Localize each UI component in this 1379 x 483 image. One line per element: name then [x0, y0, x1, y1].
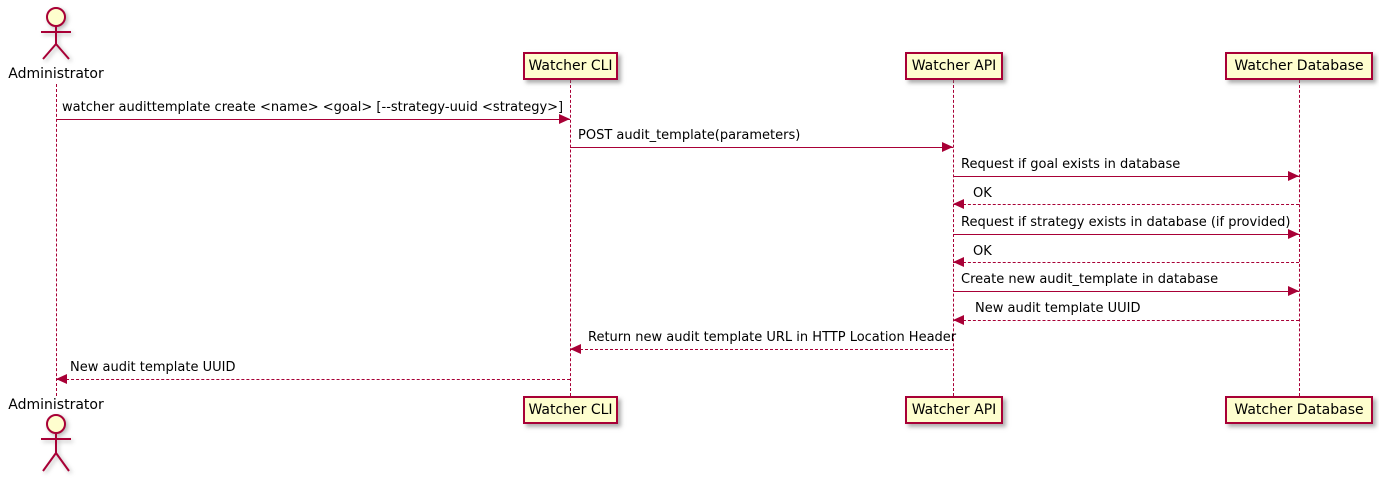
arrowhead-right-icon — [1288, 171, 1299, 181]
message-label: OK — [973, 186, 992, 201]
participant-watcher-cli-bottom: Watcher CLI — [523, 396, 618, 424]
message-label: Request if goal exists in database — [961, 157, 1181, 172]
participant-watcher-database-bottom: Watcher Database — [1225, 396, 1373, 424]
arrowhead-left-icon — [953, 199, 964, 209]
message-arrow — [953, 234, 1299, 235]
arrowhead-right-icon — [1288, 229, 1299, 239]
actor-icon — [41, 414, 71, 472]
lifeline-administrator — [56, 84, 57, 396]
participant-watcher-database-top: Watcher Database — [1225, 52, 1373, 80]
message-label: OK — [973, 244, 992, 259]
arrowhead-right-icon — [942, 142, 953, 152]
participant-watcher-api-top: Watcher API — [905, 52, 1003, 80]
message-label: New audit template UUID — [70, 360, 236, 375]
message-arrow — [570, 147, 953, 148]
lifeline-watcher-cli — [570, 80, 571, 396]
arrowhead-left-icon — [56, 374, 67, 384]
message-arrow — [56, 119, 570, 120]
message-return-arrow — [953, 204, 1299, 205]
message-arrow — [953, 291, 1299, 292]
message-label: Request if strategy exists in database (… — [961, 215, 1291, 230]
arrowhead-left-icon — [953, 315, 964, 325]
message-label: Create new audit_template in database — [961, 272, 1219, 287]
arrowhead-right-icon — [559, 114, 570, 124]
actor-icon — [41, 7, 71, 60]
arrowhead-left-icon — [953, 257, 964, 267]
arrowhead-left-icon — [570, 344, 581, 354]
message-return-arrow — [953, 320, 1299, 321]
message-return-arrow — [56, 379, 570, 380]
message-return-arrow — [953, 262, 1299, 263]
actor-label-top: Administrator — [8, 66, 104, 82]
message-arrow — [953, 176, 1299, 177]
message-label: New audit template UUID — [975, 301, 1141, 316]
message-label: watcher audittemplate create <name> <goa… — [62, 100, 564, 115]
message-label: POST audit_template(parameters) — [578, 128, 801, 143]
participant-watcher-cli-top: Watcher CLI — [523, 52, 618, 80]
lifeline-watcher-api — [953, 80, 954, 396]
message-label: Return new audit template URL in HTTP Lo… — [588, 330, 957, 345]
arrowhead-right-icon — [1288, 286, 1299, 296]
participant-watcher-api-bottom: Watcher API — [905, 396, 1003, 424]
actor-label-bottom: Administrator — [8, 397, 104, 413]
lifeline-watcher-database — [1299, 80, 1300, 396]
message-return-arrow — [570, 349, 953, 350]
